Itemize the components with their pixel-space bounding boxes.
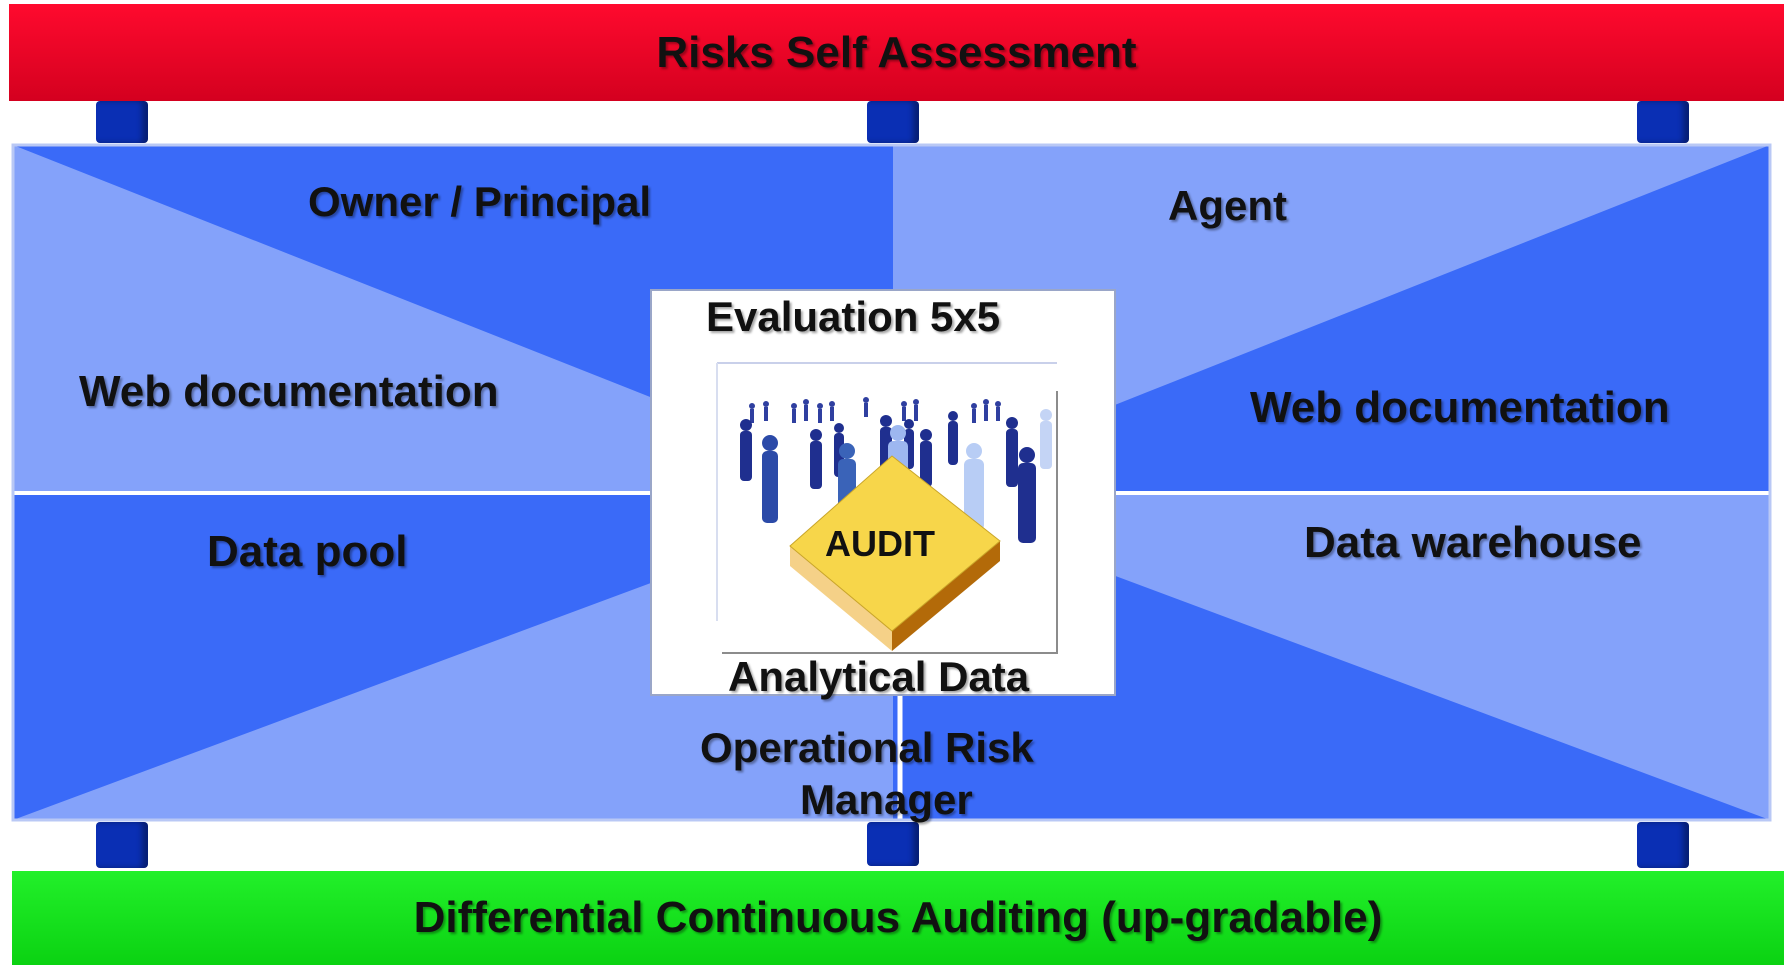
web-documentation-left-label: Web documentation [79,367,499,416]
post-top-center [867,101,919,143]
agent-label: Agent [1168,182,1287,229]
analytical-data-label: Analytical Data [728,653,1030,700]
data-pool-label: Data pool [207,527,408,576]
illustration-frame-right [722,391,1058,654]
audit-label: AUDIT [825,523,935,564]
post-top-right [1637,101,1689,143]
evaluation-box: Evaluation 5x5 AUDIT Analytical Data [650,289,1116,700]
operational-risk-label: Operational Risk [700,724,1034,771]
post-bottom-center [867,822,919,866]
post-bottom-left [96,822,148,868]
footer-title: Differential Continuous Auditing (up-gra… [413,893,1383,942]
risks-self-assessment-bar: Risks Self Assessment [9,4,1784,101]
header-title: Risks Self Assessment [656,27,1137,77]
data-warehouse-label: Data warehouse [1304,518,1642,567]
audit-block-icon [789,455,1001,651]
post-top-left [96,101,148,143]
web-documentation-right-label: Web documentation [1250,383,1670,432]
post-bottom-right [1637,822,1689,868]
owner-principal-label: Owner / Principal [308,178,652,225]
audit-illustration [716,362,1058,654]
evaluation-label: Evaluation 5x5 [706,293,1001,340]
differential-auditing-bar: Differential Continuous Auditing (up-gra… [12,871,1784,965]
manager-label: Manager [800,776,973,823]
diagram-border [11,143,1772,822]
